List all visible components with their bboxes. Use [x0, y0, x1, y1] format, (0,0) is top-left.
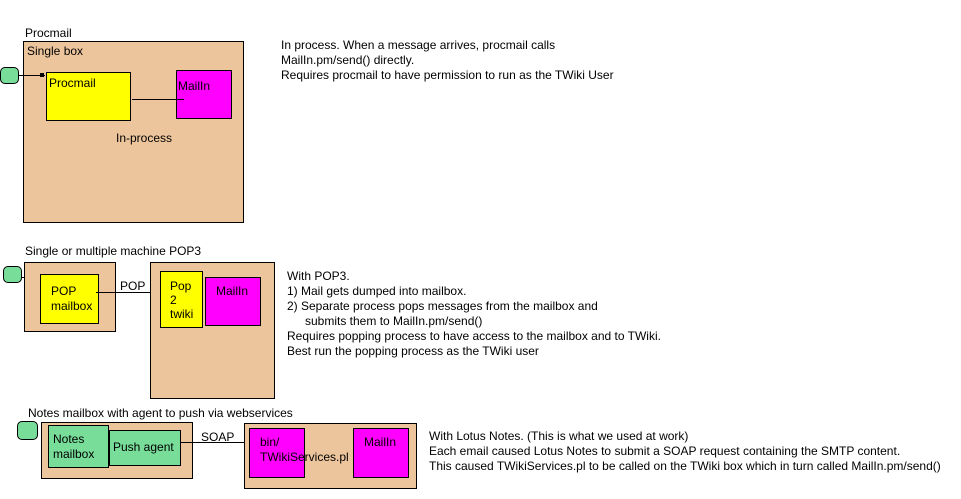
mailin-box-soap [353, 428, 409, 478]
label-line: Notes [53, 432, 85, 446]
description-line: Each email caused Lotus Notes to submit … [429, 444, 901, 458]
label-line: mailbox [53, 447, 95, 461]
twikiservices-label: bin/ TWikiServices.pl [260, 435, 349, 465]
label-line: mailbox [51, 299, 93, 313]
description-line: With Lotus Notes. (This is what we used … [429, 429, 689, 443]
mailin-box-procmail [176, 70, 232, 119]
pop2twiki-label: Pop 2 twiki [170, 279, 193, 321]
description-line: With POP3. [287, 269, 350, 283]
connector-source-to-procmail [19, 75, 45, 76]
connector-soap [180, 442, 250, 443]
pop2twiki-box [160, 271, 203, 328]
label-line: bin/ [260, 435, 280, 449]
procmail-box-label: Procmail [49, 76, 96, 90]
mailin-box-label: MailIn [364, 435, 397, 449]
in-process-label: In-process [116, 131, 173, 145]
connector-pop [96, 292, 160, 293]
label-line: 2 [170, 293, 177, 307]
container-label-single-box: Single box [27, 44, 84, 58]
label-line: POP [51, 284, 77, 298]
pop-mailbox-box [40, 274, 99, 324]
soap-connector-label: SOAP [201, 430, 235, 444]
pop-connector-label: POP [120, 279, 146, 293]
procmail-box [46, 72, 131, 121]
notes-mailbox-label: Notes mailbox [53, 432, 94, 462]
mail-source-node [17, 421, 38, 440]
push-agent-box [109, 430, 181, 466]
connector-procmail-to-mailin [132, 99, 184, 100]
description-line: 2) Separate process pops messages from t… [287, 299, 598, 313]
description-line: Best run the popping process as the TWik… [287, 344, 539, 358]
twikiservices-box [249, 428, 305, 478]
description-line: MailIn.pm/send() directly. [281, 53, 415, 67]
description-line: Requires procmail to have permission to … [281, 68, 614, 82]
description-line: submits them to MailIn.pm/send() [305, 314, 483, 328]
push-agent-label: Push agent [113, 440, 174, 454]
description-line: In process. When a message arrives, proc… [281, 38, 556, 52]
label-line: TWikiServices.pl [260, 450, 349, 464]
arrow-end-icon [40, 73, 44, 77]
section-title-procmail: Procmail [25, 26, 72, 40]
description-line: 1) Mail gets dumped into mailbox. [287, 284, 467, 298]
section-title-pop3: Single or multiple machine POP3 [25, 244, 202, 258]
procmail-description: In process. When a message arrives, proc… [281, 38, 614, 83]
label-line: Pop [170, 279, 192, 293]
mailin-box-label: MailIn [178, 79, 211, 93]
section-title-notes: Notes mailbox with agent to push via web… [28, 406, 293, 420]
connector-inner-segment [176, 99, 184, 100]
mail-source-node [0, 67, 19, 84]
mailin-box-label: MailIn [216, 284, 249, 298]
mail-source-node [3, 266, 22, 283]
pop-mailbox-label: POP mailbox [51, 284, 92, 314]
description-line: This caused TWikiServices.pl to be calle… [429, 459, 941, 473]
description-line: Requires popping process to have access … [287, 329, 661, 343]
mailin-box-pop3 [205, 277, 261, 326]
label-line: twiki [170, 307, 194, 321]
notes-description: With Lotus Notes. (This is what we used … [429, 429, 941, 474]
pop3-description: With POP3. 1) Mail gets dumped into mail… [287, 269, 661, 359]
notes-mailbox-box [48, 425, 109, 468]
